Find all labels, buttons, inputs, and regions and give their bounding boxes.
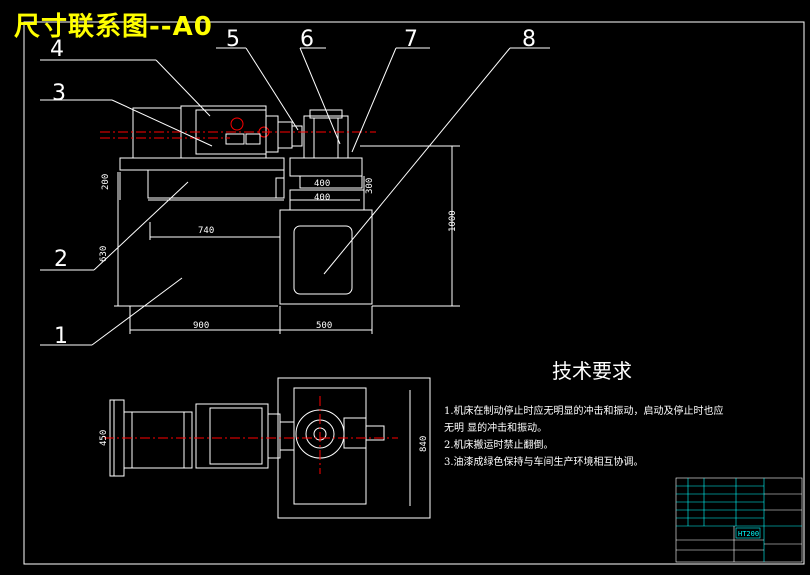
drawing-frame <box>23 21 805 565</box>
part-number-7: 7 <box>404 27 418 52</box>
dim-1000: 1000 <box>448 210 458 232</box>
part-number-8: 8 <box>522 27 536 52</box>
motor-end <box>132 107 182 159</box>
front-view <box>114 105 460 334</box>
top-motor <box>123 411 193 469</box>
gearbox <box>303 115 349 159</box>
requirement-line: 无明 显的冲击和振动。 <box>444 423 548 434</box>
motor-indicator <box>230 117 244 131</box>
dim-630: 630 <box>99 246 109 262</box>
top-view <box>109 377 431 519</box>
front-centerlines <box>100 131 376 139</box>
title-block <box>675 477 803 563</box>
dim-900: 900 <box>193 321 209 331</box>
technical-requirements-list: 1.机床在制动停止时应无明显的冲击和振动，启动及停止时也应 无明 显的冲击和振动… <box>444 403 724 471</box>
dim-200: 200 <box>101 174 111 190</box>
part-number-1: 1 <box>54 324 68 349</box>
part-number-2: 2 <box>54 247 68 272</box>
part-number-6: 6 <box>300 27 314 52</box>
drawing-title: 尺寸联系图--A0 <box>14 12 213 42</box>
dim-500: 500 <box>316 321 332 331</box>
dim-840: 840 <box>419 436 429 452</box>
dim-450: 450 <box>99 430 109 446</box>
machine-stand <box>279 209 373 305</box>
technical-requirements-heading: 技术要求 <box>552 359 632 383</box>
leader-lines <box>40 47 550 346</box>
dim-300: 300 <box>365 178 375 194</box>
dim-400-b: 400 <box>314 193 330 203</box>
requirement-line: 2.机床搬运时禁止翻倒。 <box>444 440 554 451</box>
top-base <box>277 377 431 519</box>
part-number-5: 5 <box>226 27 240 52</box>
requirement-line: 3.油漆成绿色保持与车间生产环境相互协调。 <box>444 457 644 468</box>
part-number-3: 3 <box>52 81 66 106</box>
part-number-4: 4 <box>50 37 64 62</box>
requirement-line: 1.机床在制动停止时应无明显的冲击和振动，启动及停止时也应 <box>444 406 724 417</box>
top-centerline <box>104 396 398 474</box>
dim-400-a: 400 <box>314 179 330 189</box>
dim-740: 740 <box>198 226 214 236</box>
material-label: HT200 <box>738 530 759 538</box>
